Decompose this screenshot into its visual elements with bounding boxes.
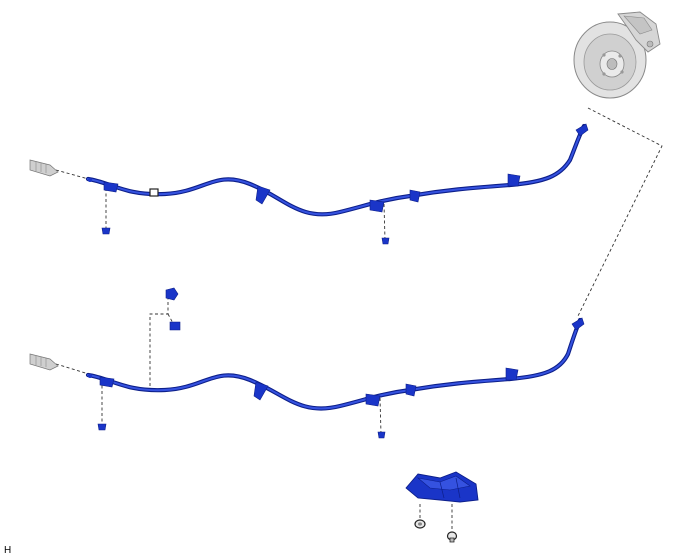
figure-corner-label: H bbox=[4, 545, 12, 556]
bracket-bolt bbox=[446, 531, 458, 543]
leader-lines bbox=[55, 107, 663, 534]
cable-clip-parts bbox=[165, 287, 181, 331]
bolt-lower-left bbox=[97, 423, 107, 431]
bracket-nut bbox=[414, 519, 426, 529]
mounting-bolts bbox=[97, 227, 390, 439]
cable-bracket bbox=[405, 471, 479, 503]
bolt-lower-center bbox=[377, 431, 386, 439]
clip-lower bbox=[169, 321, 181, 331]
brake-rotor-assembly bbox=[573, 11, 661, 99]
clip-upper bbox=[165, 287, 179, 301]
cable-end-fitting-upper bbox=[29, 159, 59, 177]
parking-brake-cable-upper bbox=[85, 123, 589, 217]
parking-brake-cable-lower bbox=[85, 317, 585, 411]
cable-end-fitting-lower bbox=[29, 353, 59, 371]
bolt-upper-center bbox=[381, 237, 390, 245]
bolt-upper-left bbox=[101, 227, 111, 235]
